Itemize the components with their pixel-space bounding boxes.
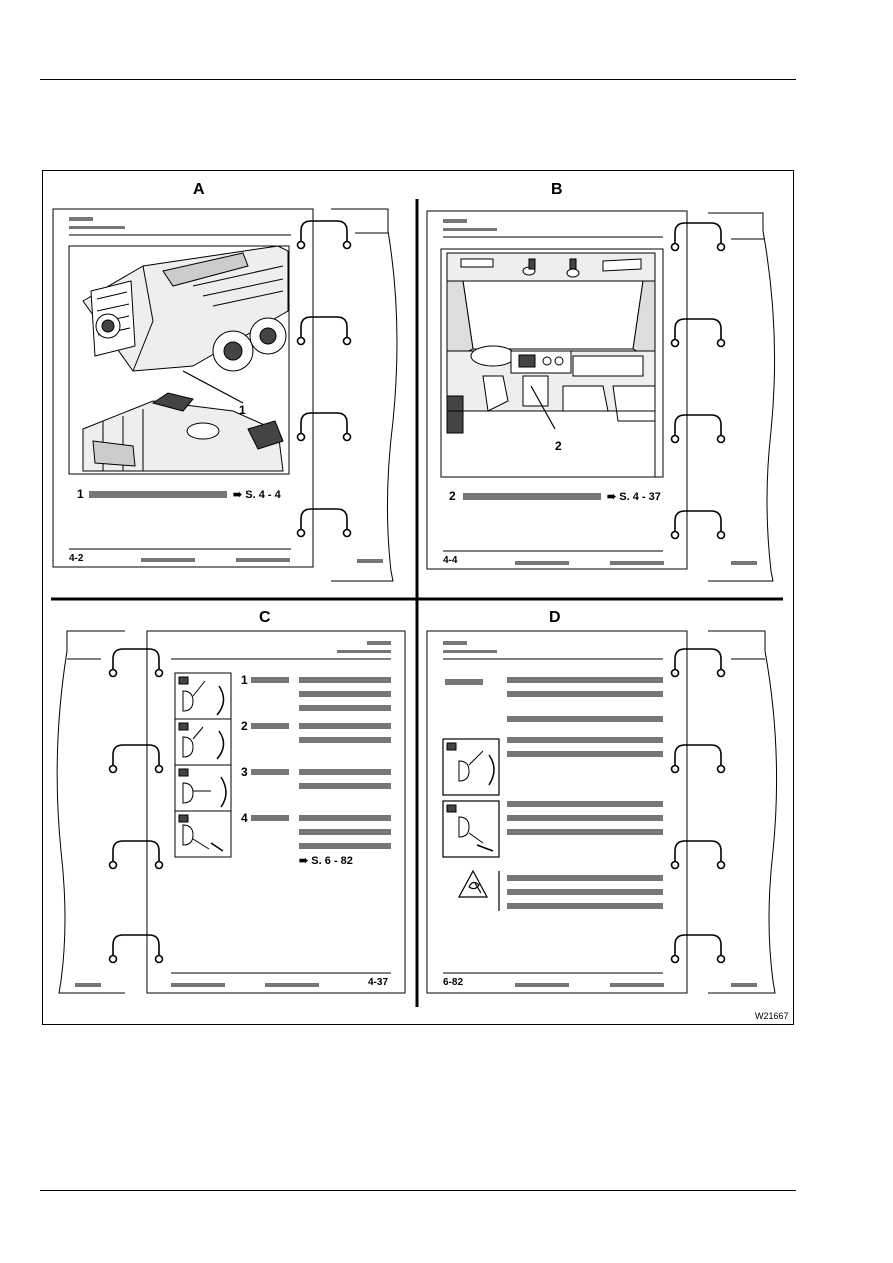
quadrant-letter-b: B <box>551 181 563 198</box>
header-rule <box>40 79 796 80</box>
quadrant-letter-c: C <box>259 609 271 626</box>
page-reference-c: ➠ S. 6 - 82 <box>299 855 353 867</box>
quadrant-letter-d: D <box>549 609 561 626</box>
page-number-a: 4-2 <box>69 553 84 564</box>
page-reference-a: ➠ S. 4 - 4 <box>233 489 281 501</box>
binder-ring-icon <box>670 648 726 964</box>
cab-interior-illustration <box>446 252 656 478</box>
callout-label-a: 1 <box>239 403 246 417</box>
control-lever-icon <box>175 676 231 852</box>
step-number-c4: 4 <box>241 811 248 825</box>
page-number-b: 4-4 <box>443 555 458 566</box>
callout-label-b: 2 <box>555 439 562 453</box>
control-lever-icon <box>446 742 495 852</box>
step-number-a: 1 <box>77 487 84 501</box>
step-number-c2: 2 <box>241 719 248 733</box>
binder-ring-icon <box>296 220 352 538</box>
binder-ring-icon <box>670 222 726 540</box>
figure-code: W21667 <box>755 1011 789 1021</box>
page-number-c: 4-37 <box>368 977 389 988</box>
quadrant-d-page <box>426 630 778 994</box>
warning-triangle-icon <box>457 869 489 898</box>
binder-ring-icon <box>108 648 164 964</box>
page-number-d: 6-82 <box>443 977 464 988</box>
quadrant-dividers <box>51 199 783 1007</box>
step-number-b: 2 <box>449 489 456 503</box>
quadrant-c-page <box>56 630 406 994</box>
page-reference-b: ➠ S. 4 - 37 <box>607 491 661 503</box>
step-number-c3: 3 <box>241 765 248 779</box>
step-number-c1: 1 <box>241 673 248 687</box>
crane-exterior-illustration <box>82 245 289 472</box>
quadrant-a-page <box>52 208 398 582</box>
quadrant-letter-a: A <box>193 181 205 198</box>
footer-rule <box>40 1190 796 1191</box>
manual-navigation-figure: A <box>42 170 794 1025</box>
quadrant-b-page <box>426 210 776 582</box>
